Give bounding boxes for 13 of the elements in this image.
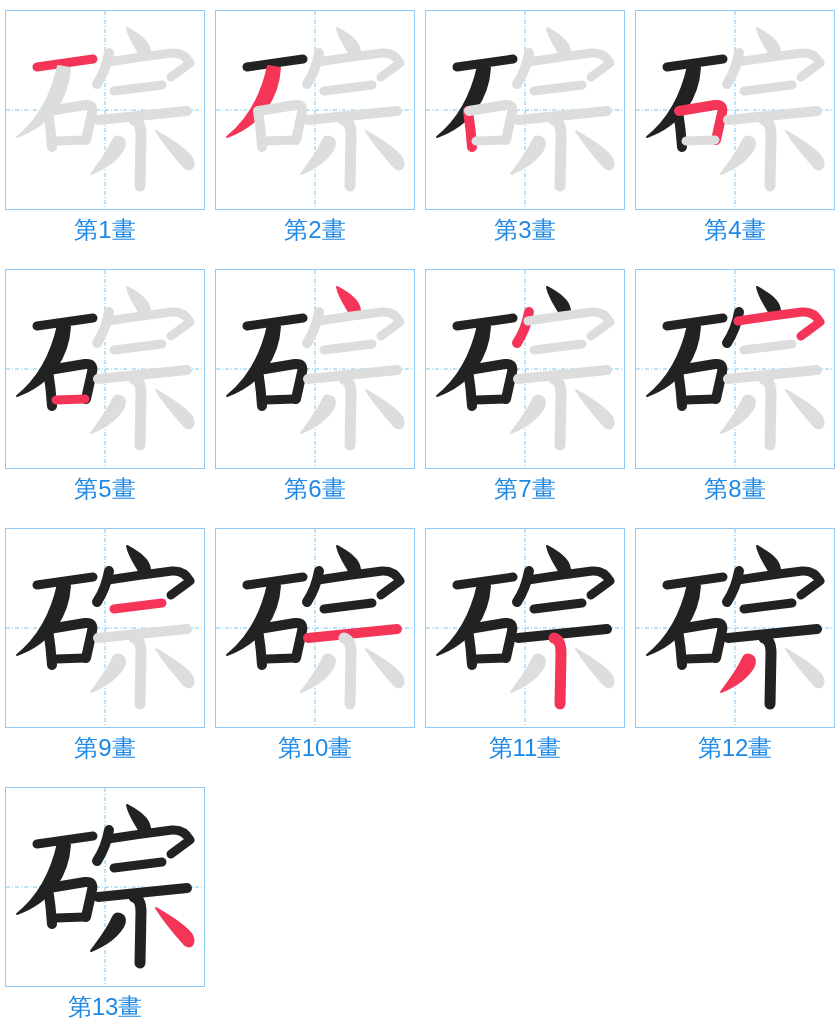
stroke-number-label: 第7畫 [494,474,556,504]
stroke-number-label: 第13畫 [67,992,143,1022]
stroke-number-label: 第9畫 [74,733,136,763]
stroke-number-label: 第6畫 [284,474,346,504]
stroke-number-label: 第2畫 [284,215,346,245]
stroke-number-label: 第4畫 [704,215,766,245]
stroke-number-label: 第1畫 [74,215,136,245]
stroke-number-label: 第5畫 [74,474,136,504]
stroke-number-label: 第11畫 [488,733,562,763]
stroke-number-label: 第10畫 [277,733,353,763]
stroke-number-label: 第12畫 [697,733,773,763]
stroke-number-label: 第8畫 [704,474,766,504]
stroke-number-label: 第3畫 [494,215,556,245]
